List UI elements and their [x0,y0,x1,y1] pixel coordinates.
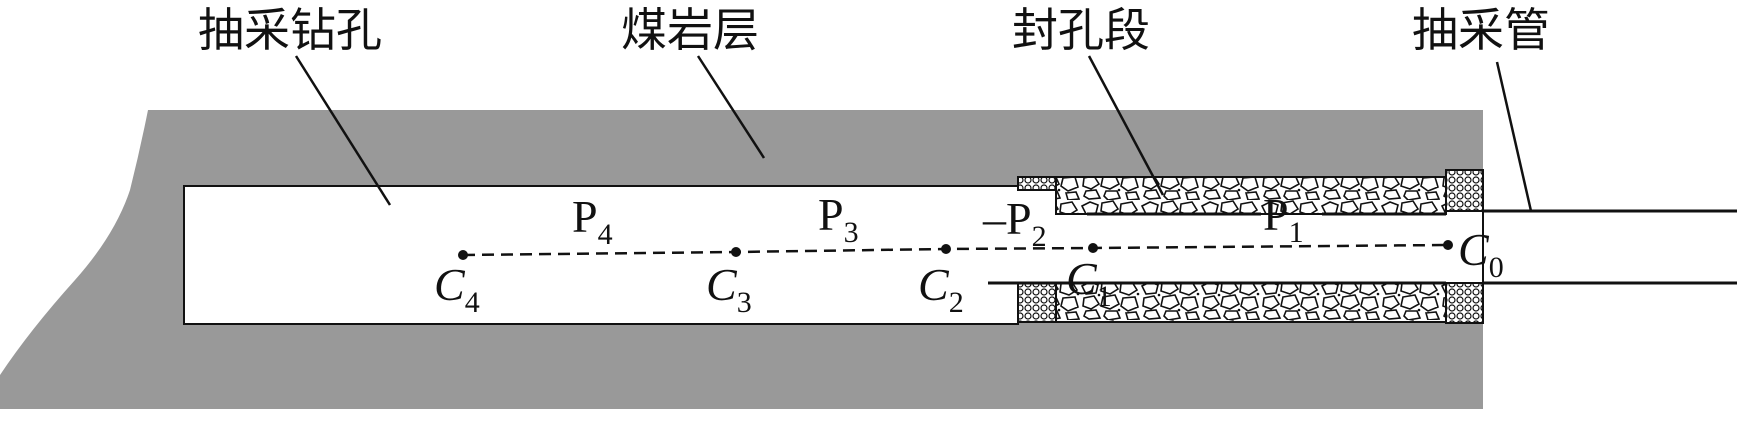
label-extraction-pipe: 抽采管 [1412,3,1550,57]
label-p4: P4 [572,191,613,251]
label-p3: P3 [818,189,859,249]
point-c1 [1088,243,1098,253]
leader-borehole [294,55,392,206]
label-borehole: 抽采钻孔 [198,3,382,57]
point-c4 [458,250,468,260]
mesh-plug-left-lower [1017,282,1057,323]
label-c2: C2 [918,259,964,319]
label-c1: C1 [1066,253,1112,313]
label-p2: –P2 [982,193,1047,253]
leader-seal-section [1087,55,1165,196]
label-p1: P1 [1263,189,1304,249]
label-coal-rock: 煤岩层 [621,3,759,57]
label-c4: C4 [434,259,480,319]
label-c0: C0 [1458,224,1504,284]
mesh-plug-right-lower [1445,282,1484,324]
seal-gravel-upper [1055,176,1447,215]
point-c3 [731,247,741,257]
label-seal-section: 封孔段 [1012,3,1150,57]
leader-coal-rock [696,55,766,159]
seal-gravel-lower [1055,282,1447,323]
point-c0 [1443,240,1453,250]
label-c3: C3 [706,259,752,319]
point-c2 [941,244,951,254]
mesh-plug-left-upper [1017,176,1057,191]
mesh-plug-right-upper [1445,169,1484,212]
leader-extraction-pipe [1495,61,1533,212]
